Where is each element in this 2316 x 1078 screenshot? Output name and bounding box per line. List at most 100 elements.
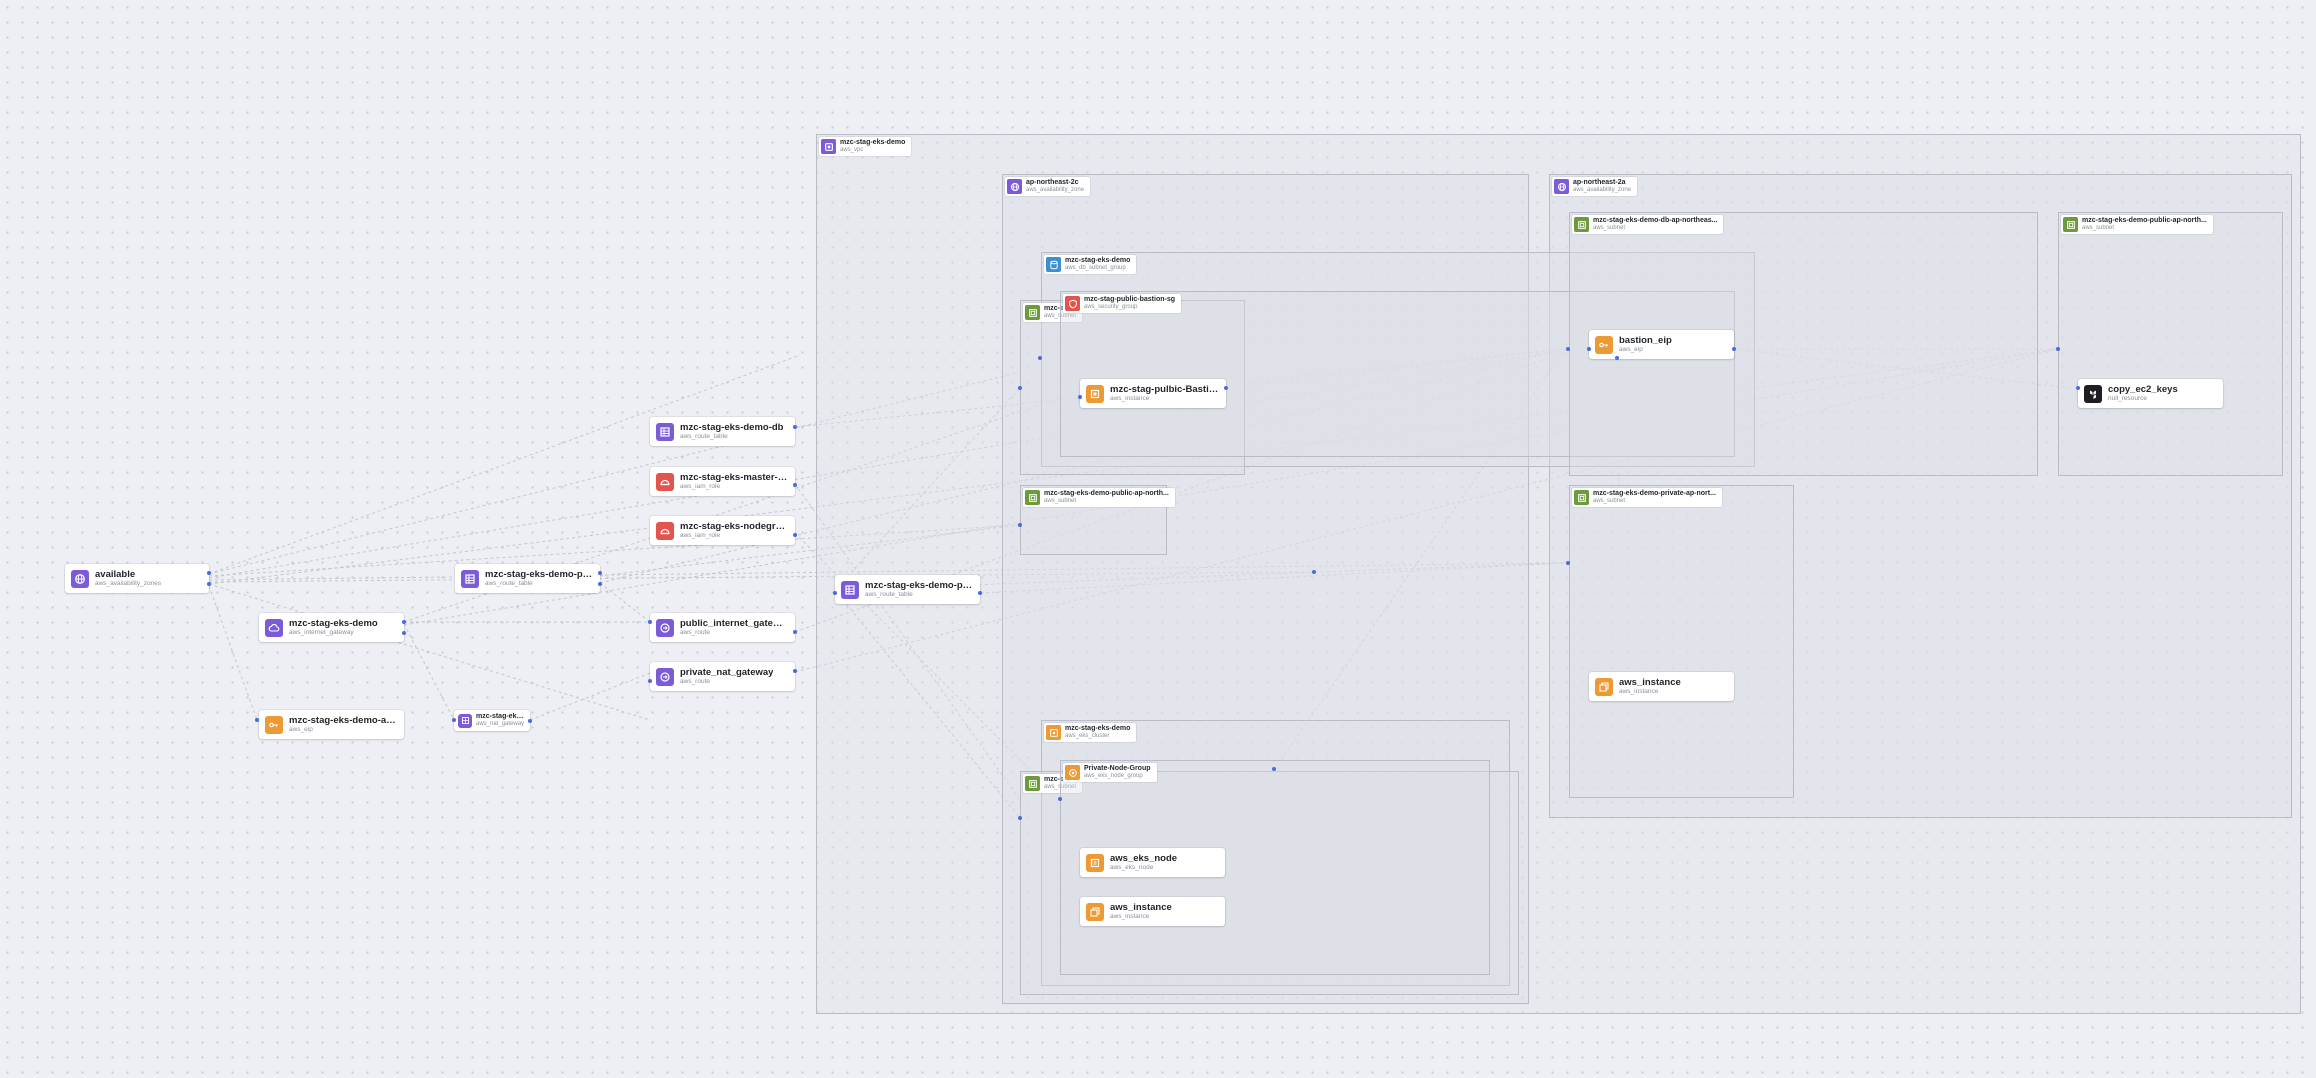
connection-handle[interactable] [1078,395,1082,399]
group-title: mzc-stag-eks-demo [1065,257,1131,264]
connection-handle[interactable] [207,571,211,575]
node-type: aws_route [680,678,710,685]
node-title: mzc-stag-eks-d... [476,713,526,720]
connection-handle[interactable] [1038,356,1042,360]
connection-handle[interactable] [1224,386,1228,390]
connection-handle[interactable] [2056,347,2060,351]
group-type: aws_subnet [1593,498,1626,504]
nat-icon [458,713,472,728]
node-title: mzc-stag-eks-demo-db [680,422,784,433]
route-table-icon [656,422,674,441]
instance-icon [1086,384,1104,403]
bastion-host-node[interactable]: mzc-stag-pulbic-BastionHostaws_instance [1080,379,1226,408]
group-type: aws_security_group [1084,304,1138,310]
route-icon [656,618,674,637]
node-title: mzc-stag-eks-nodegroup-r... [680,521,789,532]
group-type: aws_availability_zone [1026,187,1085,193]
connection-handle[interactable] [978,591,982,595]
connection-handle[interactable] [1058,797,1062,801]
group-type: aws_subnet [1593,225,1626,231]
connection-handle[interactable] [793,630,797,634]
connection-handle[interactable] [793,533,797,537]
group-type: aws_subnet [1044,498,1077,504]
node-title: mzc-stag-eks-demo-ap-nor... [289,715,398,726]
connection-handle[interactable] [255,718,259,722]
node-type: aws_eks_node [1110,864,1154,871]
eip-nat-node[interactable]: mzc-stag-eks-demo-ap-nor...aws_eip [259,710,404,739]
node-title: mzc-stag-eks-demo-private [865,580,974,591]
connection-handle[interactable] [648,679,652,683]
group-type: aws_vpc [840,147,864,153]
connection-handle[interactable] [1566,347,1570,351]
node-title: bastion_eip [1619,335,1672,346]
connection-handle[interactable] [452,718,456,722]
connection-handle[interactable] [1615,356,1619,360]
node-type: null_resource [2108,395,2148,402]
node-title: mzc-stag-eks-master-role [680,472,789,483]
connection-handle[interactable] [833,591,837,595]
node-type: aws_availability_zones [95,580,162,587]
node-type: aws_instance [1619,688,1659,695]
connection-handle[interactable] [1018,816,1022,820]
connection-handle[interactable] [793,669,797,673]
group-title: mzc-s [1044,305,1064,312]
connection-handle[interactable] [1587,347,1591,351]
connection-handle[interactable] [598,571,602,575]
subnet-private-2a-group[interactable]: mzc-stag-eks-demo-private-ap-nort...aws_… [1569,485,1794,798]
connection-handle[interactable] [648,620,652,624]
node-type: aws_route_table [680,433,728,440]
subnet-icon [2063,217,2078,232]
connection-handle[interactable] [1732,347,1736,351]
iam-role-nodegroup-node[interactable]: mzc-stag-eks-nodegroup-r...aws_iam_role [650,516,795,545]
group-title: mzc-stag-eks-demo [840,139,906,146]
connection-handle[interactable] [528,719,532,723]
connection-handle[interactable] [402,620,406,624]
cluster-icon [1046,725,1061,740]
connection-handle[interactable] [793,483,797,487]
connection-handle[interactable] [402,631,406,635]
route-table-private-node[interactable]: mzc-stag-eks-demo-privateaws_route_table [835,575,980,604]
subnet-public-2a-header: mzc-stag-eks-demo-public-ap-north...aws_… [2061,215,2213,234]
connection-handle[interactable] [793,425,797,429]
connection-handle[interactable] [1272,767,1276,771]
connection-handle[interactable] [1566,561,1570,565]
connection-handle[interactable] [207,582,211,586]
nat-gateway-node[interactable]: mzc-stag-eks-d...aws_nat_gateway [454,710,530,731]
connection-handle[interactable] [1018,386,1022,390]
subnet-icon [1025,776,1040,791]
node-type: aws_nat_gateway [476,721,525,727]
connection-handle[interactable] [2076,386,2080,390]
connection-handle[interactable] [1312,570,1316,574]
subnet-public-2c-group[interactable]: mzc-stag-eks-demo-public-ap-north...aws_… [1020,485,1175,555]
node-title: available [95,569,136,580]
vpc-icon [821,139,836,154]
node-type: aws_eip [1619,346,1643,353]
instance-icon [1086,853,1104,872]
group-title: mzc-stag-eks-demo-private-ap-nort... [1593,490,1716,497]
instance-icon [1595,677,1613,696]
group-title: mzc-stag-eks-demo-public-ap-north... [2082,217,2207,224]
connection-handle[interactable] [1018,523,1022,527]
terraform-icon [2084,384,2102,403]
subnet-public-2a-group[interactable]: mzc-stag-eks-demo-public-ap-north...aws_… [2058,212,2283,476]
shield-icon [1065,296,1080,311]
connection-handle[interactable] [598,582,602,586]
